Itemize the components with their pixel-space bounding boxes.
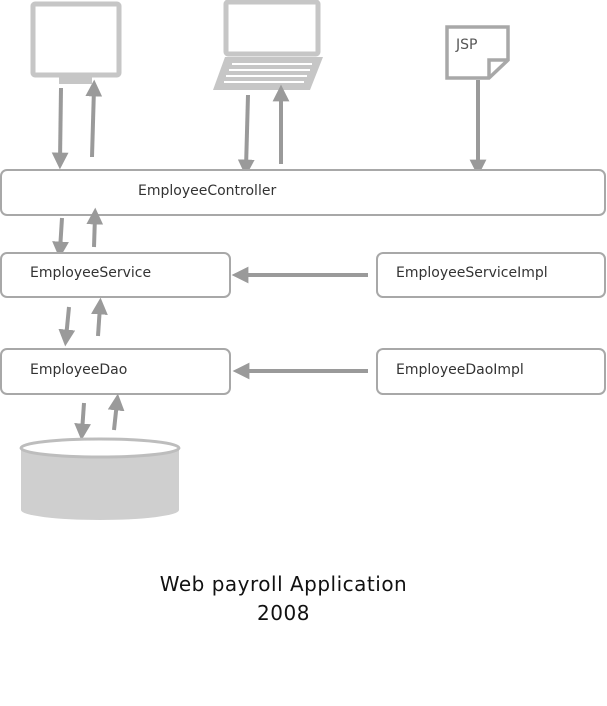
dao-impl-label: EmployeeDaoImpl [396, 362, 524, 378]
arrow-desktop-to-controller [51, 87, 69, 170]
diagram-caption-title: Web payroll Application [159, 572, 408, 596]
dao-impl-box: EmployeeDaoImpl [376, 348, 606, 395]
arrow-dao-to-database [74, 402, 91, 441]
arrow-laptop-to-controller [237, 94, 255, 177]
controller-box: EmployeeController [0, 169, 606, 216]
arrow-database-to-dao [107, 393, 125, 431]
laptop-icon [213, 0, 323, 90]
dao-label: EmployeeDao [30, 362, 127, 378]
dao-box: EmployeeDao [0, 348, 231, 395]
service-box: EmployeeService [0, 252, 231, 298]
controller-label: EmployeeController [138, 183, 276, 199]
arrow-service-to-dao [58, 306, 76, 347]
service-impl-box: EmployeeServiceImpl [376, 252, 606, 298]
arrow-service-to-controller [86, 207, 104, 248]
database-cylinder-icon [19, 437, 181, 520]
arrow-dao-to-service [91, 297, 108, 337]
diagram-caption-year: 2008 [257, 601, 310, 625]
document-icon: JSP [445, 25, 510, 80]
desktop-monitor-icon [30, 1, 122, 84]
arrow-controller-to-desktop [85, 79, 103, 158]
arrow-controller-to-service [52, 217, 69, 259]
jsp-label: JSP [455, 37, 477, 53]
service-label: EmployeeService [30, 265, 151, 281]
service-impl-label: EmployeeServiceImpl [396, 265, 548, 281]
